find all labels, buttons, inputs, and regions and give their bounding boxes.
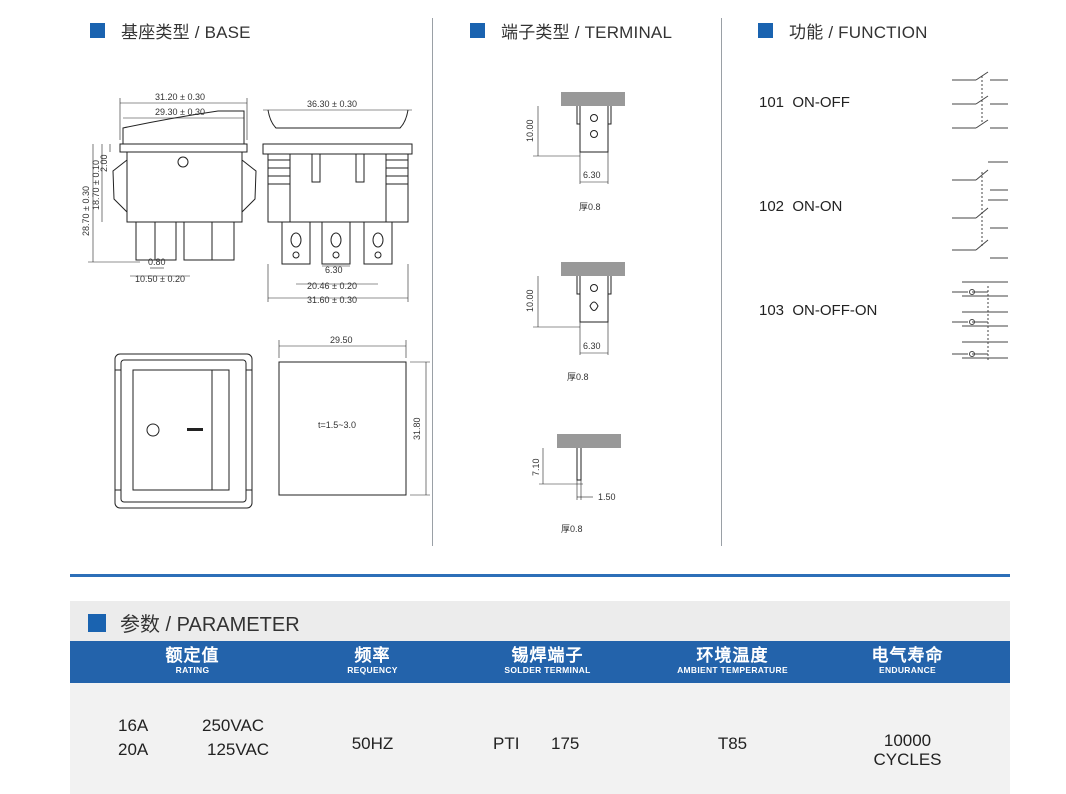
parameter-title-label: 参数 / PARAMETER [120, 614, 300, 636]
dim-pin-thickness: 0.80 [148, 257, 166, 267]
terminal-3-drawing [539, 434, 621, 500]
dim-cutout-height: 31.80 [412, 417, 422, 440]
dim-height-lip: 2.00 [99, 154, 109, 172]
dim-height-total: 28.70 ± 0.30 [81, 186, 91, 236]
terminal-3-height: 7.10 [531, 458, 541, 476]
dim-width-side: 36.30 ± 0.30 [307, 99, 357, 109]
rating-row2-current: 20A [118, 740, 149, 759]
solder-label: PTI [493, 734, 520, 753]
rating-row2-voltage: 125VAC [207, 740, 270, 759]
col-solder: 锡焊端子 SOLDER TERMINAL [465, 641, 630, 683]
rocker-front-view [114, 353, 253, 509]
section-divider [70, 574, 1010, 577]
solder-value: 175 [551, 734, 580, 753]
column-divider [432, 18, 433, 546]
terminal-3-width: 1.50 [598, 492, 616, 502]
terminal-drawings: 10.00 6.30 厚0.8 10.00 6.30 厚0.8 7.10 1.5… [525, 92, 625, 534]
terminal-2-thickness: 厚0.8 [567, 372, 589, 382]
terminal-2-height: 10.00 [525, 289, 535, 312]
parameter-table-body: 16A 250VAC 20A 125VAC 50HZ PTI 175 T85 1… [70, 683, 1010, 794]
terminal-2-drawing [533, 262, 625, 355]
section-marker-icon [88, 613, 106, 632]
front-view [112, 110, 257, 261]
terminal-1-drawing [533, 92, 625, 184]
switch-symbol-102 [952, 161, 1008, 259]
function-name: ON-ON [792, 198, 843, 215]
section-marker-icon [758, 23, 773, 38]
parameter-title-band [70, 601, 1010, 641]
col-temperature-en: AMBIENT TEMPERATURE [677, 665, 788, 675]
dim-cutout-width: 29.50 [330, 335, 353, 345]
dim-width-inner: 29.30 ± 0.30 [155, 107, 205, 117]
function-name: ON-OFF [792, 94, 850, 111]
terminal-1-thickness: 厚0.8 [579, 202, 601, 212]
parameter-title: 参数 / PARAMETER [88, 608, 300, 637]
section-terminal-label: 端子类型 / TERMINAL [501, 23, 673, 42]
endurance-value: 10000 [883, 731, 932, 750]
function-code: 103 [759, 302, 785, 319]
dim-width-outer: 31.20 ± 0.30 [155, 92, 205, 102]
terminal-3-thickness: 厚0.8 [561, 524, 583, 534]
section-terminal-title: 端子类型 / TERMINAL [470, 18, 672, 43]
switch-symbol-103 [952, 281, 1008, 360]
rating-row1-current: 16A [118, 716, 149, 735]
frequency-value: 50HZ [351, 734, 394, 753]
function-101: 101 ON-OFF [759, 94, 850, 111]
terminal-2-width: 6.30 [583, 341, 601, 351]
temperature-value: T85 [717, 734, 748, 753]
col-rating-cn: 额定值 [165, 646, 220, 665]
col-frequency-en: REQUENCY [347, 665, 398, 675]
terminal-1-width: 6.30 [583, 170, 601, 180]
function-103: 103 ON-OFF-ON [759, 302, 877, 319]
side-view [262, 109, 413, 265]
dim-height-body: 18.70 ± 0.10 [91, 160, 101, 210]
dim-pin-length: 10.50 ± 0.20 [135, 274, 185, 284]
rating-row1-voltage: 250VAC [202, 716, 265, 735]
col-rating-en: RATING [175, 665, 210, 675]
col-temperature: 环境温度 AMBIENT TEMPERATURE [645, 641, 820, 683]
col-endurance-cn: 电气寿命 [871, 646, 944, 665]
dim-pin-pitch: 20.46 ± 0.20 [307, 281, 357, 291]
col-solder-en: SOLDER TERMINAL [504, 665, 591, 675]
function-name: ON-OFF-ON [792, 302, 878, 319]
function-schematics [952, 71, 1008, 360]
function-code: 101 [759, 94, 785, 111]
section-marker-icon [90, 23, 105, 38]
col-temperature-cn: 环境温度 [696, 646, 769, 665]
section-base-label: 基座类型 / BASE [121, 23, 251, 42]
function-102: 102 ON-ON [759, 198, 842, 215]
dim-panel-thickness: t=1.5~3.0 [318, 420, 356, 430]
section-function-title: 功能 / FUNCTION [758, 18, 928, 43]
col-endurance-en: ENDURANCE [878, 665, 936, 675]
dimension-lines [88, 98, 412, 302]
col-endurance: 电气寿命 ENDURANCE [845, 641, 970, 683]
section-base-title: 基座类型 / BASE [90, 18, 251, 43]
column-divider [721, 18, 722, 546]
endurance-unit: CYCLES [873, 750, 942, 769]
panel-cutout [278, 340, 430, 496]
section-function-label: 功能 / FUNCTION [789, 23, 928, 42]
col-frequency-cn: 频率 [354, 646, 391, 665]
col-rating: 额定值 RATING [105, 641, 280, 683]
base-drawings: 31.20 ± 0.30 29.30 ± 0.30 36.30 ± 0.30 2… [81, 92, 430, 509]
switch-symbol-101 [952, 71, 1008, 129]
section-marker-icon [470, 23, 485, 38]
col-frequency: 频率 REQUENCY [300, 641, 445, 683]
function-code: 102 [759, 198, 785, 215]
col-solder-cn: 锡焊端子 [511, 646, 584, 665]
terminal-1-height: 10.00 [525, 119, 535, 142]
dim-foot-width: 31.60 ± 0.30 [307, 295, 357, 305]
parameter-table-header: 额定值 RATING 频率 REQUENCY 锡焊端子 SOLDER TERMI… [70, 641, 1010, 683]
dim-pin-width: 6.30 [325, 265, 343, 275]
